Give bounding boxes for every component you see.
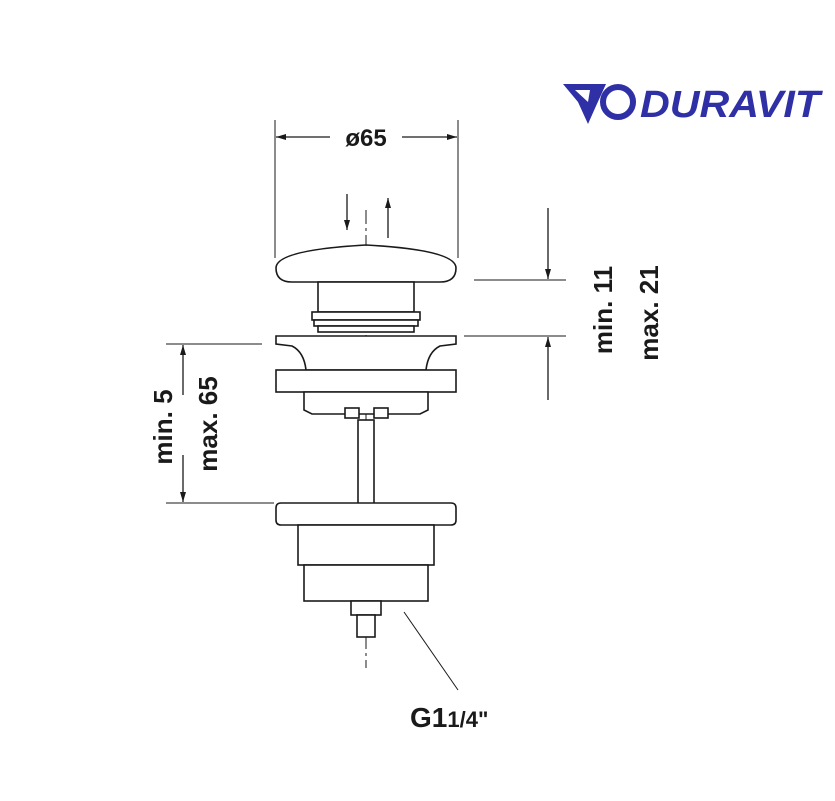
- bottom-nut: [275, 502, 457, 638]
- washer: [275, 369, 457, 393]
- diameter-label: ø65: [345, 125, 386, 152]
- thickness-dimension: min. 5 max. 65: [148, 343, 274, 504]
- thickness-min-label: min. 5: [148, 389, 178, 464]
- svg-text:G11/4": G11/4": [410, 702, 488, 733]
- duravit-logo-mark: [563, 84, 606, 124]
- diameter-dimension: ø65: [274, 120, 459, 258]
- gap-dimension: min. 11 max. 21: [464, 208, 664, 400]
- thickness-max-label: max. 65: [193, 376, 223, 471]
- drain-cap: [275, 244, 457, 283]
- duravit-logo: DURAVIT: [563, 84, 823, 126]
- drain-flange: [275, 335, 457, 371]
- duravit-logo-o: [600, 84, 636, 120]
- drain-body: [303, 391, 429, 419]
- connecting-rod: [357, 419, 375, 505]
- gap-min-label: min. 11: [588, 266, 618, 354]
- cap-stem: [311, 281, 421, 333]
- gap-max-label: max. 21: [634, 265, 664, 360]
- thread-size-fraction: 1/4": [447, 707, 488, 732]
- duravit-logo-text: DURAVIT: [640, 84, 823, 126]
- thread-size-main: G1: [410, 702, 447, 733]
- thread-callout: G11/4": [403, 611, 488, 733]
